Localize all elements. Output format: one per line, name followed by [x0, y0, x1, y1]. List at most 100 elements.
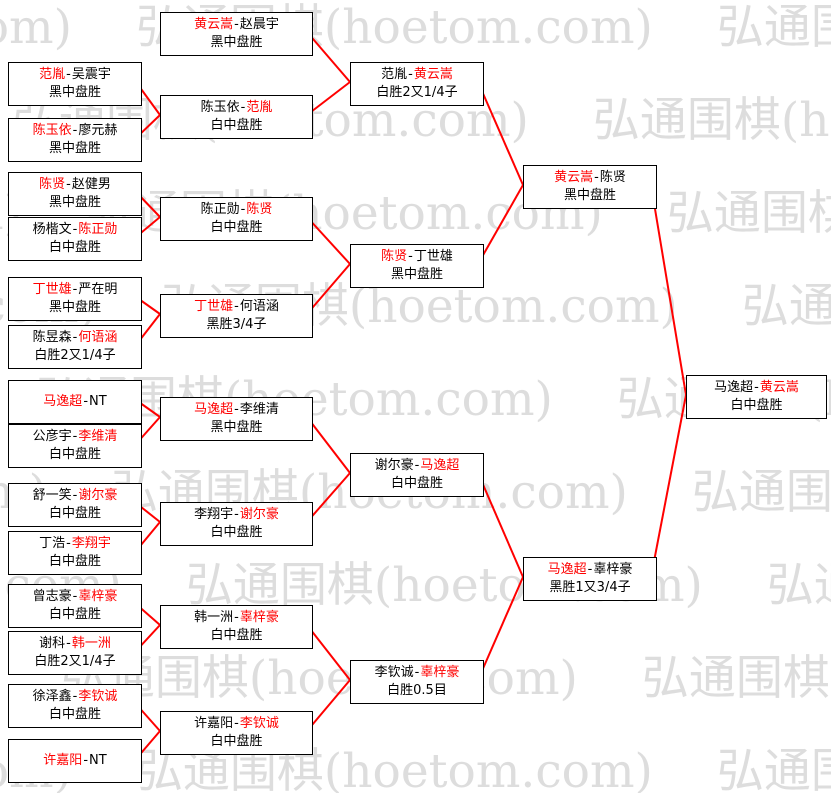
- players: 马逸超-NT: [43, 393, 106, 411]
- connector-line: [306, 31, 351, 83]
- player-name: 谢尔豪: [239, 507, 279, 522]
- separator: -: [66, 177, 71, 192]
- separator: -: [72, 222, 78, 237]
- separator: -: [72, 330, 78, 345]
- match-result: 黑中盘胜: [390, 267, 443, 282]
- match-result: 白胜0.5目: [387, 683, 447, 698]
- player-name: 陈贤: [381, 249, 408, 264]
- player-name: 丁世雄: [194, 299, 234, 314]
- players: 陈贤-赵健男: [39, 176, 111, 194]
- players: 徐泽鑫-李钦诚: [33, 688, 118, 706]
- match-r2-7: 韩一洲-辜梓豪白中盘胜: [160, 605, 313, 649]
- players: 谢科-韩一洲: [39, 635, 111, 653]
- separator: -: [240, 100, 246, 115]
- player-name: 陈玉依: [32, 123, 72, 138]
- players: 丁世雄-严在明: [33, 281, 118, 299]
- separator: -: [587, 562, 593, 577]
- player-name: 马逸超: [420, 458, 460, 473]
- match-r1-2: 陈玉依-廖元赫黑中盘胜: [8, 118, 142, 162]
- match-r1-4: 杨楷文-陈正勋白中盘胜: [8, 217, 142, 261]
- match-r2-1: 黄云嵩-赵晨宇黑中盘胜: [160, 12, 313, 56]
- match-r1-8: 公彦宇-李维清白中盘胜: [8, 424, 142, 468]
- match-result: 白中盘胜: [390, 476, 443, 491]
- match-r2-2: 陈玉依-范胤白中盘胜: [160, 95, 313, 139]
- match-result: 黑中盘胜: [210, 420, 263, 435]
- player-name: 陈昱森: [32, 330, 72, 345]
- player-name: 李钦诚: [78, 689, 118, 704]
- players: 丁世雄-何语涵: [194, 298, 279, 316]
- player-name: 李维清: [239, 402, 279, 417]
- player-name: 杨楷文: [32, 222, 72, 237]
- match-result: 黑胜3/4子: [206, 317, 267, 332]
- player-name: 陈贤: [599, 170, 626, 185]
- players: 舒一笑-谢尔豪: [33, 487, 118, 505]
- match-result: 白胜2又1/4子: [376, 85, 458, 100]
- player-name: 陈玉依: [200, 100, 240, 115]
- player-name: 李维清: [78, 429, 118, 444]
- match-sf-2: 马逸超-辜梓豪黑胜1又3/4子: [523, 557, 657, 601]
- player-name: 廖元赫: [78, 123, 118, 138]
- player-name: 辜梓豪: [239, 610, 279, 625]
- separator: -: [72, 589, 78, 604]
- match-result: 黑中盘胜: [48, 300, 101, 315]
- player-name: 范胤: [39, 67, 66, 82]
- connector-line: [306, 416, 351, 474]
- match-result: 白胜2又1/4子: [34, 654, 116, 669]
- player-name: 曾志豪: [32, 589, 72, 604]
- connector-line: [477, 81, 524, 186]
- match-result: 黑中盘胜: [563, 188, 616, 203]
- connector-line: [306, 679, 351, 732]
- match-result: 白中盘胜: [48, 240, 101, 255]
- connector-line: [650, 394, 687, 578]
- player-name: 许嘉阳: [43, 753, 83, 768]
- separator: -: [66, 67, 71, 82]
- match-sf-1: 黄云嵩-陈贤黑中盘胜: [523, 165, 657, 209]
- player-name: 许嘉阳: [194, 716, 234, 731]
- players: 曾志豪-辜梓豪: [33, 588, 118, 606]
- player-name: 李翔宇: [71, 536, 111, 551]
- separator: -: [83, 394, 89, 409]
- player-name: NT: [89, 394, 107, 409]
- separator: -: [234, 299, 239, 314]
- player-name: 丁世雄: [32, 282, 72, 297]
- match-result: 白中盘胜: [48, 607, 101, 622]
- match-result: 白中盘胜: [210, 628, 263, 643]
- match-result: 白中盘胜: [210, 220, 263, 235]
- player-name: 马逸超: [714, 380, 754, 395]
- separator: -: [754, 380, 759, 395]
- players: 陈贤-丁世雄: [381, 248, 453, 266]
- players: 许嘉阳-NT: [43, 752, 106, 770]
- match-result: 白中盘胜: [48, 707, 101, 722]
- players: 许嘉阳-李钦诚: [194, 715, 279, 733]
- match-result: 黑胜1又3/4子: [549, 580, 631, 595]
- player-name: 陈贤: [39, 177, 66, 192]
- match-result: 黑中盘胜: [48, 141, 101, 156]
- player-name: 韩一洲: [194, 610, 234, 625]
- separator: -: [72, 282, 78, 297]
- player-name: 辜梓豪: [78, 589, 118, 604]
- player-name: 赵晨宇: [239, 17, 279, 32]
- players: 韩一洲-辜梓豪: [194, 609, 279, 627]
- player-name: 李翔宇: [194, 507, 234, 522]
- player-name: 马逸超: [43, 394, 83, 409]
- separator: -: [414, 458, 420, 473]
- match-result: 白胜2又1/4子: [34, 348, 116, 363]
- match-result: 黑中盘胜: [48, 85, 101, 100]
- players: 陈正勋-陈贤: [201, 201, 273, 219]
- match-result: 黑中盘胜: [210, 35, 263, 50]
- separator: -: [83, 753, 89, 768]
- match-r1-10: 丁浩-李翔宇白中盘胜: [8, 531, 142, 575]
- connector-line: [650, 184, 687, 396]
- players: 马逸超-黄云嵩: [714, 379, 799, 397]
- player-name: 黄云嵩: [194, 17, 234, 32]
- players: 李钦诚-辜梓豪: [375, 664, 460, 682]
- match-r1-7: 马逸超-NT: [8, 380, 142, 424]
- players: 李翔宇-谢尔豪: [194, 506, 279, 524]
- players: 黄云嵩-赵晨宇: [194, 16, 279, 34]
- match-r2-8: 许嘉阳-李钦诚白中盘胜: [160, 711, 313, 755]
- player-name: 范胤: [381, 67, 408, 82]
- player-name: 李钦诚: [374, 665, 414, 680]
- player-name: 谢尔豪: [374, 458, 414, 473]
- separator: -: [66, 636, 71, 651]
